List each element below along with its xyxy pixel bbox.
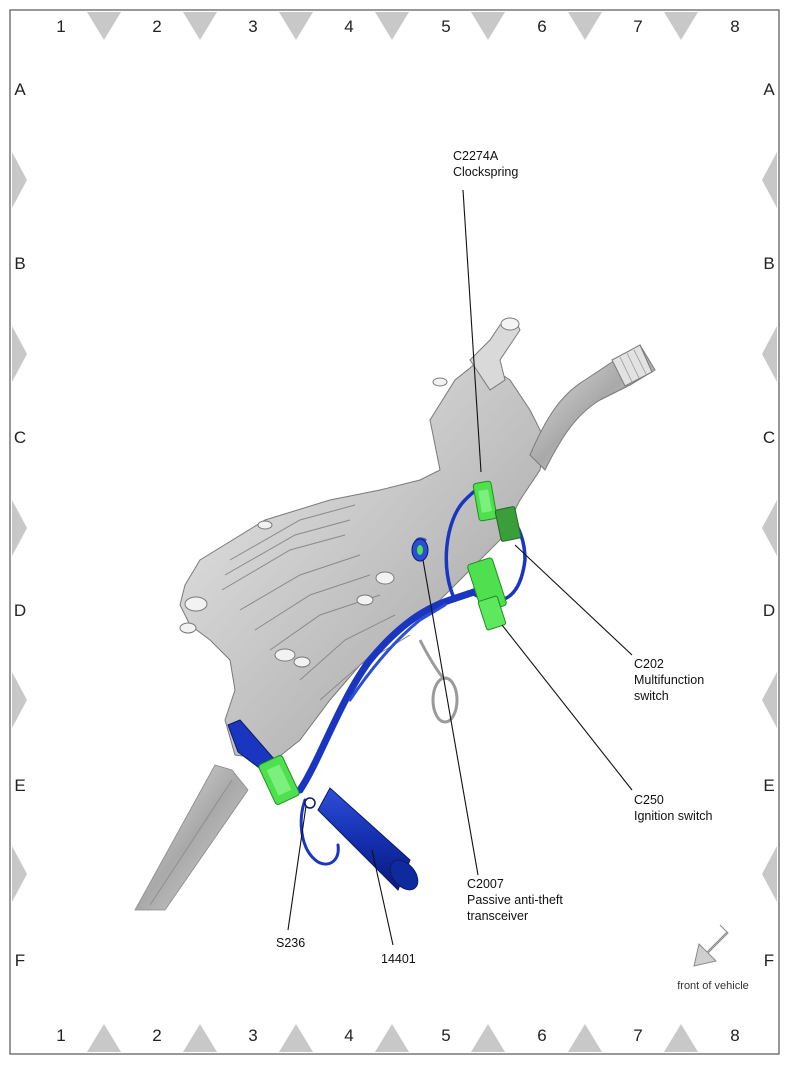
splice-s236 (304, 797, 316, 809)
arrow-down-left-icon (693, 924, 729, 967)
grid-row-e: E (14, 776, 26, 795)
grid-col-5: 5 (441, 17, 451, 36)
callout-c2007: C2007 Passive anti-theft transceiver (467, 876, 563, 924)
grid-col-1: 1 (56, 17, 66, 36)
grid-col-3: 3 (248, 1026, 258, 1045)
grid-col-6: 6 (537, 17, 547, 36)
connector-c2274a (472, 480, 498, 522)
top-markers (87, 12, 698, 40)
leader-lines (287, 189, 633, 946)
callout-c250-desc: Ignition switch (634, 809, 713, 823)
grid-row-a: A (14, 80, 26, 99)
grid-row-e: E (763, 776, 775, 795)
connector-c202 (494, 506, 522, 542)
callout-c202-desc: Multifunction (634, 673, 705, 687)
column-housing (179, 359, 546, 761)
grid-row-f: F (763, 951, 775, 970)
steering-column-illustration (134, 317, 656, 911)
leader-c2007 (422, 559, 479, 876)
callout-c250-code: C250 (634, 793, 664, 807)
grid-col-4: 4 (344, 1026, 354, 1045)
callout-c2007-desc: Passive anti-theft (467, 893, 563, 907)
grid-row-f: F (14, 951, 26, 970)
callout-s236: S236 (276, 935, 305, 951)
grid-col-2: 2 (152, 17, 162, 36)
grid-col-2: 2 (152, 1026, 162, 1045)
grid-col-7: 7 (633, 17, 643, 36)
callout-s236-code: S236 (276, 936, 306, 950)
callout-c2274a: C2274A Clockspring (453, 148, 518, 180)
bottom-markers (87, 1024, 698, 1052)
callout-c250: C250 Ignition switch (634, 792, 713, 824)
callout-c202-desc: switch (634, 689, 669, 703)
grid-row-b: B (763, 254, 775, 273)
grid-col-3: 3 (248, 17, 258, 36)
lower-shaft (134, 764, 249, 911)
connector-c2007 (411, 538, 429, 562)
grid-row-c: C (762, 428, 776, 447)
grid-row-d: D (762, 601, 776, 620)
grid-col-8: 8 (730, 1026, 740, 1045)
callout-14401: 14401 (381, 951, 416, 967)
callout-c202: C202 Multifunction switch (634, 656, 704, 704)
connector-lower-left (258, 755, 300, 805)
leader-c2274a (462, 189, 482, 473)
grid-col-7: 7 (633, 1026, 643, 1045)
callout-c2007-code: C2007 (467, 877, 504, 891)
leader-c250 (501, 624, 633, 791)
grid-row-b: B (14, 254, 26, 273)
callout-c202-code: C202 (634, 657, 664, 671)
callout-c2274a-desc: Clockspring (453, 165, 519, 179)
upper-bracket (469, 319, 521, 391)
callout-c2007-desc: transceiver (467, 909, 529, 923)
grid-col-6: 6 (537, 1026, 547, 1045)
connector-c250 (467, 557, 507, 631)
grid-row-a: A (763, 80, 775, 99)
frame-border (9, 9, 780, 1055)
grid-col-1: 1 (56, 1026, 66, 1045)
front-of-vehicle-label: front of vehicle (677, 980, 749, 992)
harness-tube-14401 (317, 787, 419, 891)
leader-14401 (371, 849, 394, 946)
leader-c202 (514, 544, 633, 656)
callout-c2274a-code: C2274A (453, 149, 499, 163)
grid-col-4: 4 (344, 17, 354, 36)
leader-s236 (287, 805, 307, 931)
grid-row-c: C (13, 428, 27, 447)
callout-14401-code: 14401 (381, 952, 416, 966)
grid-col-5: 5 (441, 1026, 451, 1045)
grid-col-8: 8 (730, 17, 740, 36)
right-markers (762, 152, 777, 902)
left-markers (12, 152, 27, 902)
grid-row-d: D (13, 601, 27, 620)
